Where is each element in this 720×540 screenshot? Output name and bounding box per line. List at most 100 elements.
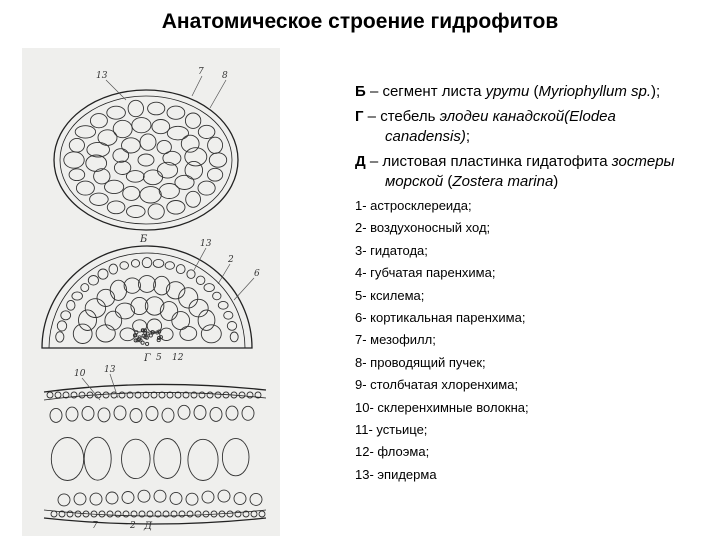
definition-d-text3: ) xyxy=(553,173,558,190)
blade-cell xyxy=(106,492,118,504)
stem-cell xyxy=(124,278,140,293)
epidermis-cell xyxy=(187,511,193,517)
callout-10-bottom: 10 xyxy=(74,369,86,379)
leaf-segment-cell xyxy=(76,181,94,195)
stem-cell xyxy=(81,284,89,292)
leaf-segment-cell xyxy=(90,193,109,205)
leaf-segment-cell xyxy=(181,135,199,152)
stem-cell xyxy=(218,301,228,309)
blade-chamber xyxy=(122,439,151,478)
leaf-segment-cell xyxy=(185,161,203,179)
leaf-segment-cell xyxy=(198,181,215,195)
leaf-segment-cell xyxy=(208,137,223,153)
epidermis-cell xyxy=(239,392,245,398)
definition-d-letter: Д xyxy=(355,153,366,170)
anatomy-figure: 13 7 8 Б 13 2 6 Г 5 12 10 13 7 2 Д xyxy=(22,48,280,536)
stem-cell xyxy=(189,299,208,317)
leaf-segment-cell xyxy=(113,149,129,163)
legend-item-12: 12- флоэма; xyxy=(355,443,700,465)
blade-cell xyxy=(226,406,238,420)
stem-cell xyxy=(79,310,97,331)
definition-b-latin: Myriophyllum sp. xyxy=(538,83,651,100)
legend-item-10: 10- склеренхимные волокна; xyxy=(355,399,700,421)
legend-item-6: 6- кортикальная паренхима; xyxy=(355,309,700,331)
callout-13-mid: 13 xyxy=(200,239,212,249)
leaf-segment-cell xyxy=(128,100,143,116)
leaf-segment-cell xyxy=(185,113,200,128)
leaf-segment-cell xyxy=(90,114,107,128)
legend-item-8: 8- проводящий пучек; xyxy=(355,354,700,376)
leaf-segment-cell xyxy=(186,191,201,207)
leaf-segment-cell xyxy=(140,187,161,203)
slide-title: Анатомическое строение гидрофитов xyxy=(0,10,720,34)
blade-cell xyxy=(186,493,198,505)
leaf-segment-cell xyxy=(75,126,95,138)
leaf-segment-cell xyxy=(69,169,85,181)
stem-cell xyxy=(187,270,195,279)
legend-item-4: 4- губчатая паренхима; xyxy=(355,264,700,286)
stem-cell xyxy=(120,262,129,270)
stem-cell xyxy=(180,326,197,340)
blade-cell xyxy=(122,492,134,504)
blade-chamber xyxy=(188,439,218,480)
legend-item-11: 11- устьице; xyxy=(355,421,700,443)
epidermis-cell xyxy=(103,392,109,398)
callout-12-mid: 12 xyxy=(172,353,184,363)
epidermis-cell xyxy=(123,511,129,517)
leaf-segment-cell xyxy=(143,170,162,185)
leaf-segment-cell xyxy=(69,138,84,152)
blade-cell xyxy=(130,409,142,423)
callout-13-bottom: 13 xyxy=(104,365,116,375)
blade-chamber xyxy=(84,437,111,480)
blade-cell xyxy=(138,490,150,502)
definition-d-latin: Zostera marina xyxy=(452,173,553,190)
definition-g-dash: – xyxy=(364,108,381,125)
definition-g-text: стебель xyxy=(380,108,439,125)
legend-item-1: 1- астросклереида; xyxy=(355,197,700,219)
blade-cell xyxy=(154,490,166,502)
legend-item-9: 9- столбчатая хлоренхима; xyxy=(355,376,700,398)
callout-5-mid: 5 xyxy=(156,353,162,363)
epidermis-cell xyxy=(215,392,221,398)
epidermis-cell xyxy=(247,392,253,398)
blade-cell xyxy=(90,493,102,505)
leaf-segment-cell xyxy=(113,120,132,137)
leaf-segment-cell xyxy=(138,154,154,166)
definition-g-letter: Г xyxy=(355,108,364,125)
stem-cell xyxy=(61,311,71,320)
leaf-segment-cell xyxy=(132,118,151,133)
stem-cell xyxy=(67,300,75,310)
leaf-segment-cell xyxy=(140,134,156,150)
vascular-cell xyxy=(149,334,152,337)
panel-letter-g: Г xyxy=(143,353,151,364)
leaf-segment-cell xyxy=(86,155,107,171)
blade-cell xyxy=(114,406,126,420)
blade-chamber xyxy=(154,439,181,479)
definition-b-italic: урути xyxy=(486,83,530,100)
stem-cell xyxy=(105,311,122,330)
panel-letter-b: Б xyxy=(139,234,148,245)
blade-cell xyxy=(202,491,214,503)
leaf-segment-cell xyxy=(167,106,185,119)
legend-item-7: 7- мезофилл; xyxy=(355,331,700,353)
leaf-segment-cell xyxy=(167,126,188,140)
epidermis-cell xyxy=(107,511,113,517)
leaf-segment-cell xyxy=(122,138,141,153)
definition-g-text2: ; xyxy=(466,128,470,145)
epidermis-cell xyxy=(227,511,233,517)
leaf-segment-cell xyxy=(64,152,84,168)
epidermis-cell xyxy=(251,511,257,517)
legend-item-3: 3- гидатода; xyxy=(355,242,700,264)
blade-cell xyxy=(234,493,246,505)
leaf-segment-cell xyxy=(167,201,185,215)
blade-cell xyxy=(66,407,78,421)
callout-7-top: 7 xyxy=(198,67,204,77)
stem-cell xyxy=(230,332,238,342)
stem-cell xyxy=(96,325,115,342)
panel-letter-d: Д xyxy=(143,521,153,532)
stem-cell xyxy=(224,311,233,319)
stem-cell xyxy=(98,269,108,279)
stem-cell xyxy=(131,260,139,268)
leaf-segment-cell xyxy=(208,168,223,181)
blade-cell xyxy=(162,408,174,422)
